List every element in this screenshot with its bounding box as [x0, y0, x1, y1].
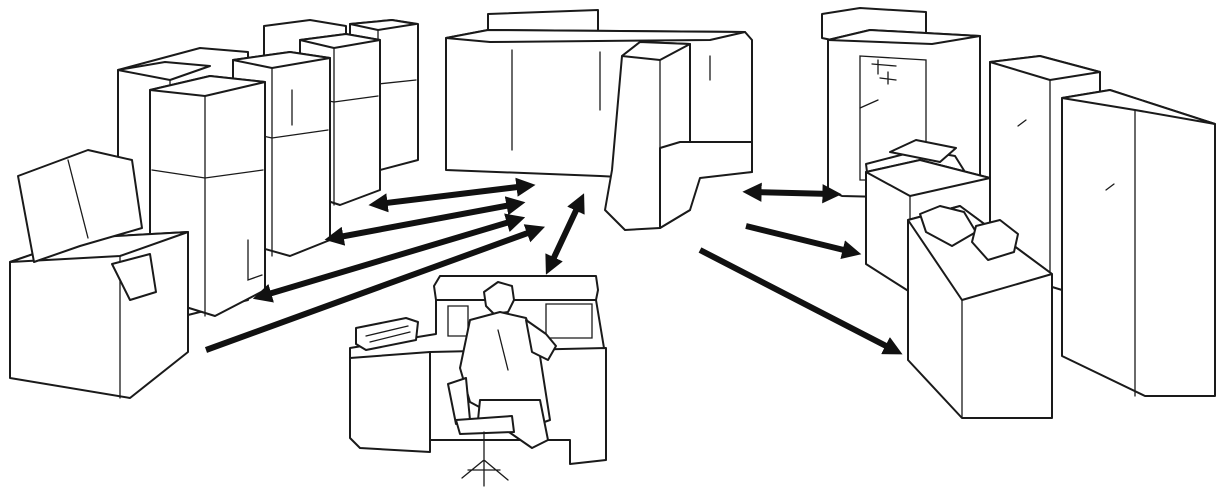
arrow-console [550, 202, 580, 266]
arrow-left-1 [378, 186, 526, 204]
arrow-right-3 [700, 250, 894, 350]
arrow-right-2 [746, 226, 852, 252]
arrow-left-2 [334, 204, 516, 238]
center-main-frame [446, 10, 752, 230]
arrow-right-1 [752, 192, 832, 194]
right-equipment-group [822, 8, 1215, 418]
cabinet-right-tall-front [1062, 90, 1215, 396]
